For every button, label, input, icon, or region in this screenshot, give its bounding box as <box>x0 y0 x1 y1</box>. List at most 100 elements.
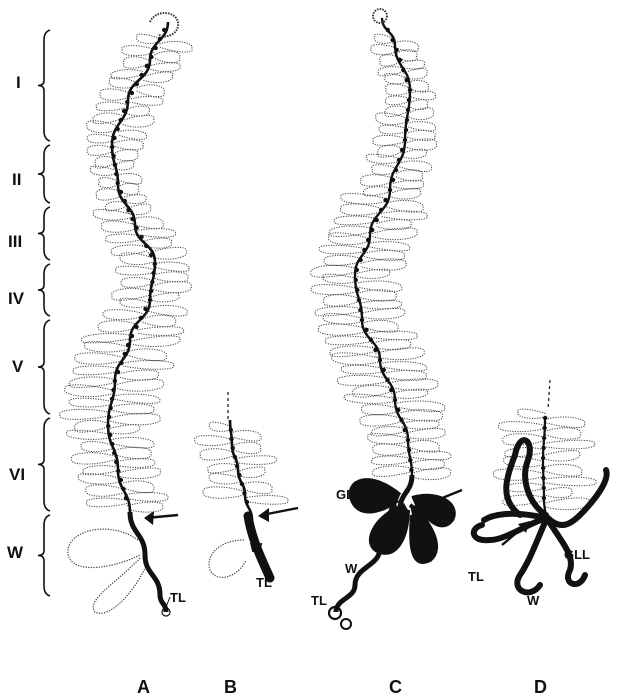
lateral-loop <box>115 379 164 391</box>
chromomere <box>354 278 358 282</box>
lateral-loop <box>493 469 543 480</box>
region-brackets <box>38 30 50 596</box>
chromomere <box>145 64 149 68</box>
chromomere <box>123 199 127 203</box>
chromomere <box>113 163 117 167</box>
chromomere <box>151 271 155 275</box>
chromomere <box>140 73 144 77</box>
lateral-loop <box>323 295 358 306</box>
lateral-loop <box>344 394 395 403</box>
lateral-loop <box>544 488 572 498</box>
lateral-loop <box>119 370 159 380</box>
lateral-loop <box>93 113 122 124</box>
chromomere <box>399 418 403 422</box>
arrow-head <box>258 508 269 522</box>
chromomere <box>233 455 237 459</box>
lateral-loop <box>60 409 110 419</box>
chromomere <box>107 415 111 419</box>
chromomere <box>235 464 239 468</box>
lateral-loop <box>151 293 179 302</box>
chromomere <box>229 437 233 441</box>
chromomere <box>119 478 123 482</box>
lateral-loop <box>371 45 397 55</box>
chromomere <box>245 500 249 504</box>
chromomere <box>362 248 366 252</box>
lateral-loop <box>544 440 595 449</box>
region-label-i: I <box>16 74 21 91</box>
lateral-loop <box>341 204 382 215</box>
chromomere <box>229 428 233 432</box>
chromomere <box>134 325 138 329</box>
lateral-loop <box>203 487 244 498</box>
lateral-loop <box>108 425 140 434</box>
lateral-loop <box>545 428 581 439</box>
lateral-loop <box>113 447 151 458</box>
chromomere <box>404 78 408 82</box>
lateral-loop <box>498 422 544 432</box>
label-b-w: W <box>250 541 262 554</box>
lateral-loop <box>324 255 361 265</box>
lateral-loop <box>121 481 154 493</box>
chromomere <box>382 368 386 372</box>
lateral-loop <box>137 327 184 336</box>
chromomere <box>113 379 117 383</box>
lateral-loop <box>376 113 407 125</box>
lateral-loop <box>148 305 187 316</box>
lateral-loop <box>81 442 113 452</box>
lateral-loop <box>362 405 399 415</box>
lateral-loop <box>408 440 439 452</box>
chromomere <box>121 487 125 491</box>
chromomere <box>111 388 115 392</box>
chromomere <box>408 88 412 92</box>
region-label-w: W <box>7 544 23 561</box>
chromomere <box>240 482 244 486</box>
label-d-tl: TL <box>468 570 484 583</box>
giant-lumpy-loop <box>548 470 607 525</box>
lateral-loop <box>341 365 383 374</box>
region-bracket <box>38 515 50 596</box>
lateral-loop <box>329 226 372 237</box>
chromomere <box>394 168 398 172</box>
lateral-loop <box>386 84 410 95</box>
chromomere <box>116 370 120 374</box>
chromomere <box>123 352 127 356</box>
lateral-loop <box>114 140 143 150</box>
lateral-loop <box>325 336 371 345</box>
chromomere <box>126 208 130 212</box>
chromomere <box>114 172 118 176</box>
label-d-w: W <box>527 594 539 607</box>
lateral-loop <box>373 135 405 145</box>
lateral-loop <box>386 200 424 212</box>
lateral-loop <box>332 353 380 365</box>
chromomere <box>542 486 546 490</box>
lateral-loop <box>388 379 439 390</box>
chromomere <box>409 468 413 472</box>
panel-label-b: B <box>224 678 237 696</box>
lateral-loop <box>396 170 423 181</box>
chromomere <box>388 188 392 192</box>
lateral-loop <box>99 178 118 188</box>
lateral-loop <box>360 309 404 320</box>
lateral-loop <box>361 259 407 270</box>
lateral-loop <box>100 89 131 100</box>
chromomere <box>355 288 359 292</box>
chromomere <box>106 424 110 428</box>
chromomere <box>143 307 147 311</box>
chromomere <box>125 100 129 104</box>
chromomere <box>379 208 383 212</box>
chromomere <box>397 158 401 162</box>
chromomere <box>108 406 112 410</box>
chromomere <box>153 262 157 266</box>
chromomere <box>542 496 546 500</box>
lateral-loop <box>377 220 412 230</box>
chromomere <box>110 397 114 401</box>
chromomere <box>130 217 134 221</box>
chromomere <box>541 456 545 460</box>
panel-label-c: C <box>389 678 402 696</box>
lateral-loop <box>87 121 118 133</box>
lateral-loop <box>409 451 451 460</box>
region-bracket <box>38 30 50 141</box>
label-c-w: W <box>345 562 357 575</box>
lateral-loop <box>154 262 189 271</box>
chromomere <box>150 280 154 284</box>
